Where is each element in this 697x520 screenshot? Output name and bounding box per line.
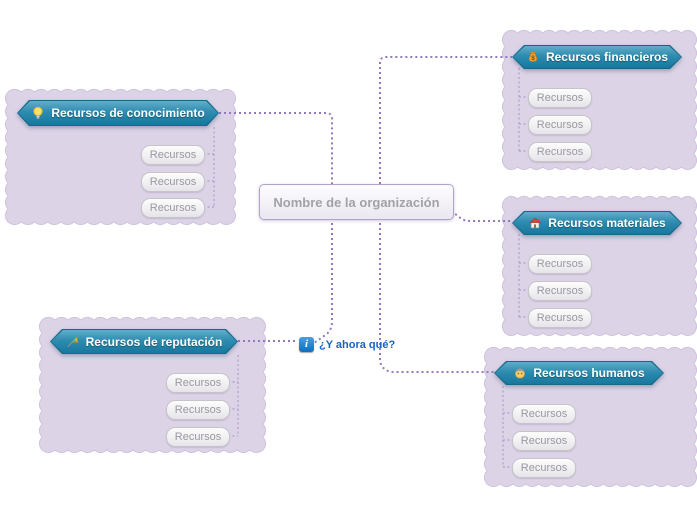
subtopic-recursos[interactable]: Recursos	[141, 145, 205, 165]
floating-topic-label: ¿Y ahora qué?	[319, 338, 396, 351]
subtopic-recursos[interactable]: Recursos	[528, 88, 592, 108]
subtopic-recursos[interactable]: Recursos	[166, 400, 230, 420]
subtopic-recursos[interactable]: Recursos	[528, 308, 592, 328]
topic-recursos-materiales[interactable]: Recursos materiales	[512, 211, 682, 235]
info-icon: i	[299, 337, 314, 352]
topic-label: Recursos financieros	[545, 50, 669, 64]
topic-recursos-de-reputacion[interactable]: Recursos de reputación	[50, 329, 238, 354]
topic-recursos-financieros[interactable]: $ Recursos financieros	[512, 45, 682, 69]
subtopic-recursos[interactable]: Recursos	[528, 254, 592, 274]
house-icon	[528, 216, 542, 230]
topic-face: Recursos humanos	[495, 362, 663, 384]
person-icon	[513, 366, 527, 380]
topic-label: Recursos de reputación	[85, 334, 223, 349]
topic-connector	[313, 218, 333, 344]
topic-connector	[379, 56, 512, 184]
topic-connector	[219, 112, 333, 184]
flag-icon	[66, 335, 80, 349]
central-topic[interactable]: Nombre de la organización	[259, 184, 454, 220]
topic-face: Recursos materiales	[513, 212, 681, 234]
topic-connector	[451, 209, 512, 222]
topic-connector	[379, 218, 494, 373]
subtopic-recursos[interactable]: Recursos	[166, 373, 230, 393]
subtopic-recursos[interactable]: Recursos	[528, 142, 592, 162]
topic-label: Recursos de conocimiento	[51, 106, 205, 120]
lightbulb-icon	[31, 106, 45, 120]
topic-face: $ Recursos financieros	[513, 46, 681, 68]
topic-recursos-de-conocimiento[interactable]: Recursos de conocimiento	[17, 100, 219, 126]
subtopic-recursos[interactable]: Recursos	[512, 458, 576, 478]
subtopic-recursos[interactable]: Recursos	[512, 404, 576, 424]
subtopic-recursos[interactable]: Recursos	[528, 115, 592, 135]
floating-topic-y-ahora-que[interactable]: i ¿Y ahora qué?	[299, 337, 395, 352]
topic-recursos-humanos[interactable]: Recursos humanos	[494, 361, 664, 385]
topic-face: Recursos de reputación	[51, 330, 237, 353]
subtopic-recursos[interactable]: Recursos	[166, 427, 230, 447]
subtopic-recursos[interactable]: Recursos	[528, 281, 592, 301]
subtopic-recursos[interactable]: Recursos	[141, 172, 205, 192]
topic-face: Recursos de conocimiento	[18, 101, 218, 125]
topic-label: Recursos materiales	[548, 216, 666, 230]
topic-label: Recursos humanos	[533, 366, 645, 380]
subtopic-recursos[interactable]: Recursos	[141, 198, 205, 218]
subtopic-recursos[interactable]: Recursos	[512, 431, 576, 451]
money-bag-icon: $	[526, 50, 540, 64]
svg-text:$: $	[531, 55, 535, 62]
